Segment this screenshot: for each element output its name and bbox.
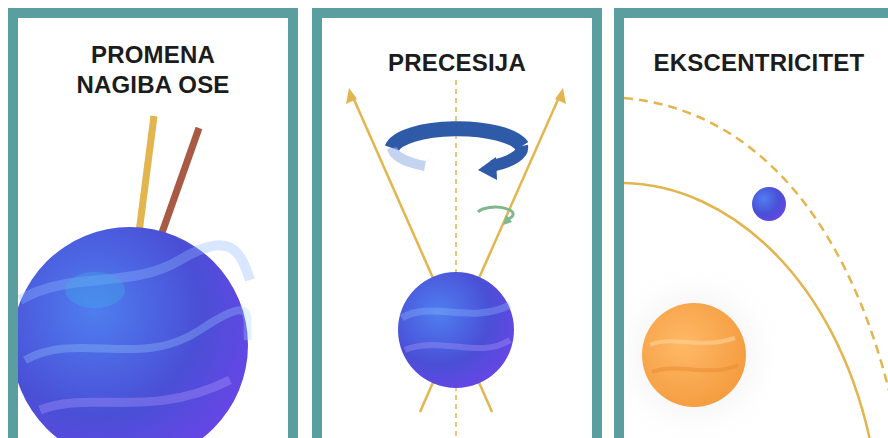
tilt-illustration [18,116,250,438]
panel-title: PROMENA NAGIBA OSE [61,40,246,100]
panel-frame: PROMENA NAGIBA OSE [8,8,298,438]
panel-title: PRECESIJA [332,48,582,78]
panel-frame: EKSCENTRICITET [614,8,888,438]
panel-frame: PRECESIJA [312,8,602,438]
panel-title: EKSCENTRICITET [632,48,886,78]
eccentricity-illustration [624,98,888,438]
precession-illustration [346,80,566,438]
